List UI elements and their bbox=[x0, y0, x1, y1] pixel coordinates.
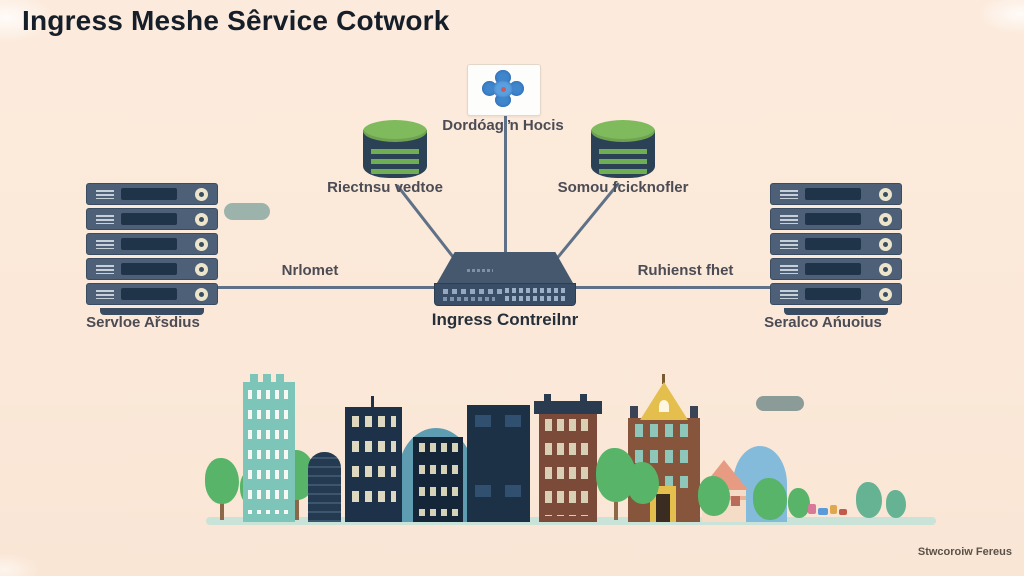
building-spire bbox=[662, 374, 665, 384]
link-right-label: Ruhienst fhet bbox=[637, 262, 734, 279]
link-left-label: Nrlomet bbox=[281, 262, 339, 279]
building-skyscraper bbox=[345, 407, 402, 522]
page-title: Ingress Meshe Sêrvice Cotwork bbox=[22, 5, 450, 36]
server-unit bbox=[86, 208, 218, 230]
building-crown bbox=[276, 374, 284, 384]
server-unit bbox=[770, 183, 902, 205]
database-left-icon bbox=[363, 120, 427, 184]
cloud-icon bbox=[756, 396, 804, 411]
building-antenna bbox=[371, 396, 374, 410]
server-unit bbox=[86, 233, 218, 255]
footer-caption: Stwcoroiw Fereus bbox=[917, 546, 1012, 558]
rack-right-label: Seralco Ańuoius bbox=[764, 314, 882, 331]
database-left-label: Riectnsu vedtoe bbox=[327, 179, 443, 196]
building-crown bbox=[250, 374, 258, 384]
building-dark-3 bbox=[467, 405, 530, 522]
building-brick bbox=[539, 414, 597, 522]
network-switch-icon bbox=[437, 252, 573, 283]
building-roof-block bbox=[544, 394, 551, 404]
server-rack-right bbox=[770, 183, 902, 315]
building-chimney bbox=[630, 406, 638, 422]
link-orchestrator-switch bbox=[504, 114, 507, 254]
server-unit bbox=[86, 258, 218, 280]
building-roof-block bbox=[580, 394, 587, 404]
database-right-label: Somou fcicknofler bbox=[557, 179, 689, 196]
building-crown bbox=[263, 374, 271, 384]
building-rounded-dark bbox=[308, 452, 341, 522]
network-switch-front bbox=[434, 283, 576, 306]
server-unit bbox=[86, 183, 218, 205]
orchestrator-node bbox=[467, 64, 541, 116]
link-rackleft-switch bbox=[184, 286, 437, 289]
server-rack-left bbox=[86, 183, 218, 315]
database-right-icon bbox=[591, 120, 655, 184]
server-unit bbox=[770, 208, 902, 230]
server-unit bbox=[770, 283, 902, 305]
rack-left-label: Servloe Ařsdius bbox=[86, 314, 200, 331]
cloud-icon bbox=[224, 203, 270, 220]
orchestrator-label: Dordóag ŉ Hocis bbox=[442, 117, 564, 134]
building-chimney bbox=[690, 406, 698, 422]
server-unit bbox=[86, 283, 218, 305]
building-dark-2 bbox=[413, 437, 463, 522]
building-roof-cap bbox=[534, 401, 602, 414]
server-unit bbox=[770, 258, 902, 280]
gable-window bbox=[659, 400, 669, 412]
building-teal-tower bbox=[243, 382, 295, 522]
link-switch-rackright bbox=[574, 286, 772, 289]
switch-label: Ingress Contreilnr bbox=[431, 310, 579, 329]
server-unit bbox=[770, 233, 902, 255]
